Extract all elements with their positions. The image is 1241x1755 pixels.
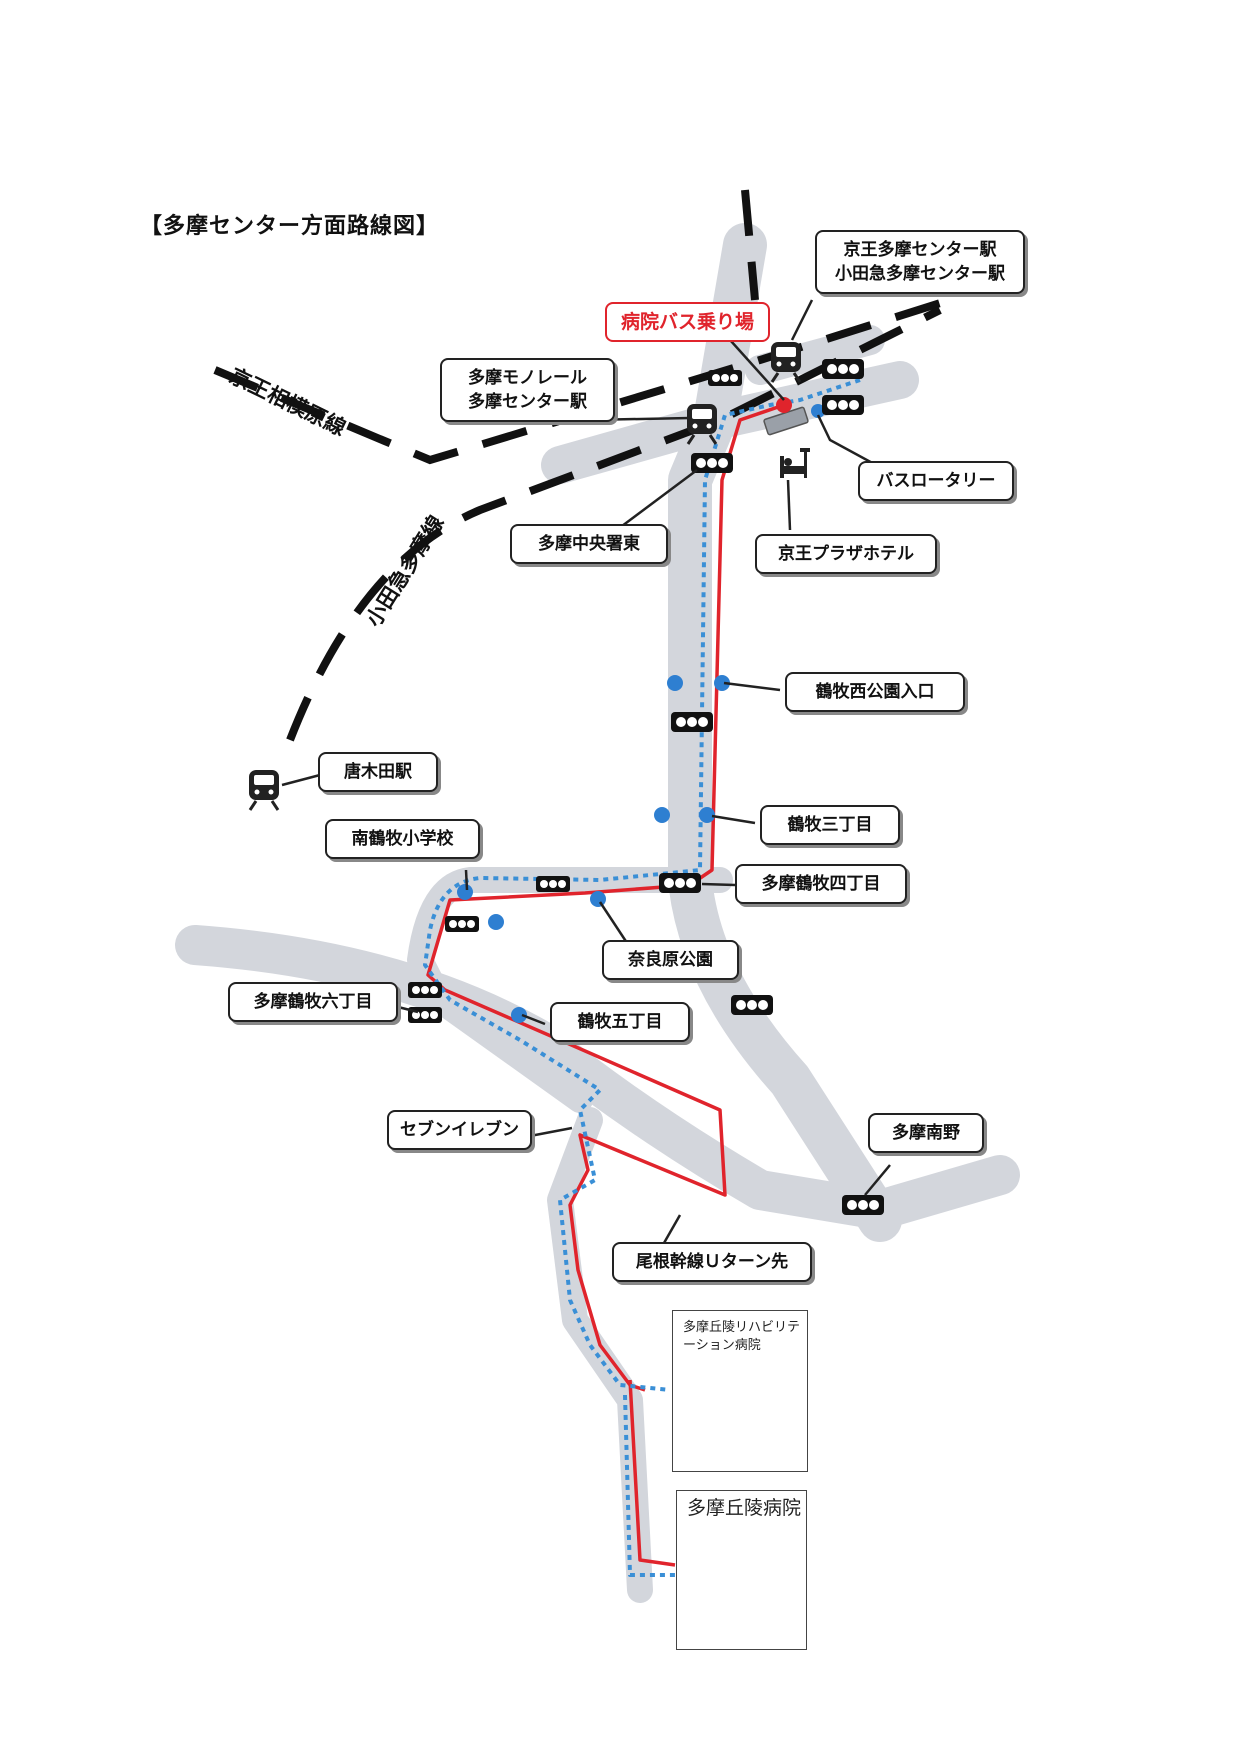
tsurumaki-5-label: 鶴牧五丁目 <box>577 1012 663 1032</box>
page-title: 【多摩センター方面路線図】 <box>140 214 440 239</box>
bus-rotary-callout: バスロータリー <box>858 461 1014 501</box>
boarding-label: 病院バス乗り場 <box>620 311 754 333</box>
tama-tsurumaki-4-label: 多摩鶴牧四丁目 <box>761 874 881 894</box>
karakida-station-train-icon <box>247 768 281 812</box>
minami-tsurumaki-school-label: 南鶴牧小学校 <box>351 829 454 849</box>
tsurumaki-3-label: 鶴牧三丁目 <box>787 815 873 835</box>
tama-tsurumaki-4-callout: 多摩鶴牧四丁目 <box>735 864 907 904</box>
tsurumaki-3-callout: 鶴牧三丁目 <box>760 805 900 845</box>
karakida-label: 唐木田駅 <box>344 762 412 782</box>
hotel-bed-icon <box>780 448 810 478</box>
callout-pointers <box>281 299 901 1251</box>
one-trunk-uturn-callout: 尾根幹線Ｕターン先 <box>612 1242 812 1282</box>
keio-station-name: 京王多摩センター駅 <box>843 240 997 260</box>
tama-tsurumaki-6-callout: 多摩鶴牧六丁目 <box>228 982 398 1022</box>
tsurumaki-5-callout: 鶴牧五丁目 <box>550 1002 690 1042</box>
police-east-callout: 多摩中央署東 <box>510 524 668 564</box>
route-return <box>423 378 861 1577</box>
karakida-station-callout: 唐木田駅 <box>318 752 438 792</box>
tama-tsurumaki-6-label: 多摩鶴牧六丁目 <box>253 992 373 1012</box>
minami-tsurumaki-school-callout: 南鶴牧小学校 <box>325 819 480 859</box>
tama-minamino-label: 多摩南野 <box>892 1123 960 1143</box>
tsurumaki-nishi-park-label: 鶴牧西公園入口 <box>815 682 935 702</box>
keio-plaza-hotel-callout: 京王プラザホテル <box>755 534 937 574</box>
seven-eleven-callout: セブンイレブン <box>387 1110 532 1150</box>
rail-lines <box>213 189 952 742</box>
main-hospital-box: 多摩丘陵病院 <box>676 1490 807 1650</box>
tsurumaki-nishi-park-callout: 鶴牧西公園入口 <box>785 672 965 712</box>
bus-rotary-label: バスロータリー <box>876 471 996 491</box>
rehab-hospital-name: 多摩丘陵リハビリテーション病院 <box>683 1320 801 1353</box>
hospital-bus-boarding-callout: 病院バス乗り場 <box>605 302 770 342</box>
main-hospital-name: 多摩丘陵病院 <box>687 1497 802 1519</box>
monorail-station-callout: 多摩モノレール 多摩センター駅 <box>440 358 615 422</box>
roads <box>175 223 1020 1603</box>
bus-rotary-marker <box>763 406 809 436</box>
bus-stops <box>457 404 825 1023</box>
narahara-park-label: 奈良原公園 <box>628 950 713 970</box>
rehab-hospital-box: 多摩丘陵リハビリテーション病院 <box>672 1310 808 1472</box>
boarding-point-marker <box>776 397 792 413</box>
police-east-label: 多摩中央署東 <box>538 534 640 554</box>
monorail-station-name: 多摩センター駅 <box>468 392 587 412</box>
keio-plaza-label: 京王プラザホテル <box>778 544 914 564</box>
narahara-park-callout: 奈良原公園 <box>602 940 739 980</box>
seven-eleven-label: セブンイレブン <box>400 1120 519 1140</box>
one-trunk-uturn-label: 尾根幹線Ｕターン先 <box>635 1252 789 1272</box>
monorail-line-name: 多摩モノレール <box>468 368 587 388</box>
odakyu-station-name: 小田急多摩センター駅 <box>835 264 1005 284</box>
keio-odakyu-station-callout: 京王多摩センター駅 小田急多摩センター駅 <box>815 230 1025 294</box>
tama-minamino-callout: 多摩南野 <box>868 1113 984 1153</box>
